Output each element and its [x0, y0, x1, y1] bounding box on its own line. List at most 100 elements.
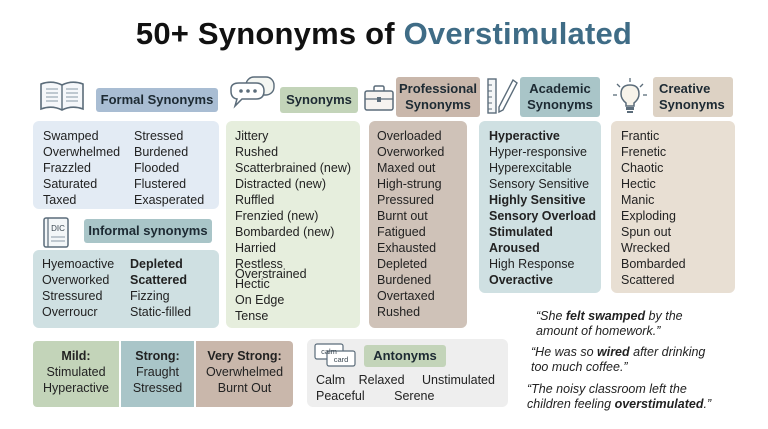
list-item: Hyperexcitable: [489, 161, 572, 175]
list-item: Depleted: [377, 257, 428, 271]
creative-box: Frantic Frenetic Chaotic Hectic Manic Ex…: [611, 121, 735, 293]
informal-col-2: Depleted Scattered Fizzing Static-filled: [130, 256, 191, 320]
formal-col-2: Stressed Burdened Flooded Flustered Exas…: [134, 128, 204, 208]
level-mild-line2: Hyperactive: [43, 381, 109, 395]
informal-header: Informal synonyms: [84, 219, 212, 243]
list-item: Flooded: [134, 161, 180, 175]
chat-bubbles-icon: [230, 76, 275, 109]
open-book-icon: [40, 81, 84, 111]
list-item: Saturated: [43, 177, 98, 191]
academic-box: Hyperactive Hyper-responsive Hyperexcita…: [479, 121, 601, 293]
academic-header: Academic Synonyms: [520, 77, 600, 117]
list-item: Sensory Sensitive: [489, 177, 590, 191]
list-item: Scattered: [130, 273, 187, 287]
list-item: Exhausted: [377, 241, 437, 255]
list-item: Burdened: [134, 145, 189, 159]
list-item: Wrecked: [621, 241, 671, 255]
antonym-item: Relaxed: [358, 373, 405, 387]
level-strong: Strong: Fraught Stressed: [121, 341, 194, 407]
antonym-item: Peaceful: [316, 389, 365, 403]
lightbulb-icon: [613, 78, 647, 113]
list-item: Fatigued: [377, 225, 426, 239]
level-mild: Mild: Stimulated Hyperactive: [33, 341, 119, 407]
calm-card-icon-word1: calm: [321, 347, 337, 356]
list-item: Swamped: [43, 129, 99, 143]
list-item: Flustered: [134, 177, 187, 191]
list-item: Static-filled: [130, 305, 192, 319]
level-strong-line2: Stressed: [132, 381, 183, 395]
creative-header: Creative Synonyms: [653, 77, 733, 117]
list-item: Stressed: [134, 129, 184, 143]
list-item: Hyemoactive: [42, 257, 115, 271]
list-item: Overwhelmed: [43, 145, 121, 159]
list-item: Taxed: [43, 193, 77, 207]
list-item: Manic: [621, 193, 655, 207]
calm-card-icon-word2: card: [334, 355, 349, 364]
synonyms-header: Synonyms: [280, 87, 358, 113]
antonym-item: Unstimulated: [422, 373, 495, 387]
antonym-item: Serene: [394, 389, 435, 403]
list-item: Aroused: [489, 241, 540, 255]
title-highlight: Overstimulated: [403, 16, 633, 51]
list-item: Frenzied (new): [235, 209, 319, 223]
list-item: Overtaxed: [377, 289, 435, 303]
list-item: Overactive: [489, 273, 553, 287]
list-item: Scatterbrained (new): [235, 161, 352, 175]
antonyms-row-2: Peaceful Serene: [316, 388, 434, 404]
list-item: Restless: [235, 257, 283, 271]
level-mild-line1: Stimulated: [46, 365, 106, 379]
list-item: Exasperated: [134, 193, 205, 207]
list-item: Bombarded (new): [235, 225, 335, 239]
level-strong-line1: Fraught: [135, 365, 180, 379]
list-item: Bombarded: [621, 257, 686, 271]
list-item: Rushed: [377, 305, 421, 319]
list-item: Depleted: [130, 257, 183, 271]
level-very-strong-line2: Burnt Out: [217, 381, 272, 395]
list-item: Overworked: [377, 145, 445, 159]
synonyms-list: Jittery Rushed Scatterbrained (new) Dist…: [235, 128, 351, 324]
list-item: Frazzled: [43, 161, 91, 175]
list-item: Sensory Overload: [489, 209, 596, 223]
level-very-strong-line1: Overwhelmed: [205, 365, 284, 379]
creative-list: Frantic Frenetic Chaotic Hectic Manic Ex…: [621, 128, 686, 288]
antonyms-row-1: Calm Relaxed Unstimulated: [316, 372, 495, 388]
list-item: High Response: [489, 257, 575, 271]
professional-header: Professional Synonyms: [396, 77, 480, 117]
synonyms-box: Jittery Rushed Scatterbrained (new) Dist…: [226, 121, 360, 328]
list-item: On Edge: [235, 293, 285, 307]
list-item: Harried: [235, 241, 276, 255]
level-mild-label: Mild:: [61, 349, 91, 363]
list-item: Chaotic: [621, 161, 664, 175]
list-item: Jittery: [235, 129, 269, 143]
page-title: 50+ Synonyms of Overstimulated: [0, 16, 768, 52]
list-item: Hyperactive: [489, 129, 560, 143]
example-quote-2: “He was so wired after drinking too much…: [531, 345, 706, 374]
example-quote-1: “She felt swamped by the amount of homew…: [536, 309, 683, 338]
briefcase-icon: [364, 85, 394, 111]
list-item: High-strung: [377, 177, 442, 191]
antonyms-header: Antonyms: [364, 345, 446, 367]
list-item: Overstrained: [235, 267, 307, 281]
academic-list: Hyperactive Hyper-responsive Hyperexcita…: [489, 128, 596, 288]
list-item: Distracted (new): [235, 177, 326, 191]
professional-list: Overloaded Overworked Maxed out High-str…: [377, 128, 444, 320]
calm-card-icon: calm card: [314, 343, 356, 367]
list-item: Hectic: [621, 177, 656, 191]
list-item: Highly Sensitive: [489, 193, 586, 207]
antonym-item: Calm: [316, 373, 346, 387]
level-strong-label: Strong:: [135, 349, 180, 363]
title-prefix: 50+ Synonyms of: [135, 16, 395, 51]
list-item: Overloaded: [377, 129, 442, 143]
list-item: Frantic: [621, 129, 660, 143]
list-item: Fizzing: [130, 289, 170, 303]
ruler-pencil-icon: [487, 78, 518, 114]
list-item: Pressured: [377, 193, 434, 207]
formal-box: Swamped Overwhelmed Frazzled Saturated T…: [33, 121, 219, 209]
list-item: Spun out: [621, 225, 672, 239]
level-very-strong: Very Strong: Overwhelmed Burnt Out: [196, 341, 293, 407]
list-item: Ruffled: [235, 193, 275, 207]
list-item: Stressured: [42, 289, 103, 303]
informal-col-1: Hyemoactive Overworked Stressured Overro…: [42, 256, 114, 320]
example-quote-3: “The noisy classroom left the children f…: [527, 382, 712, 411]
list-item: Hyper-responsive: [489, 145, 587, 159]
